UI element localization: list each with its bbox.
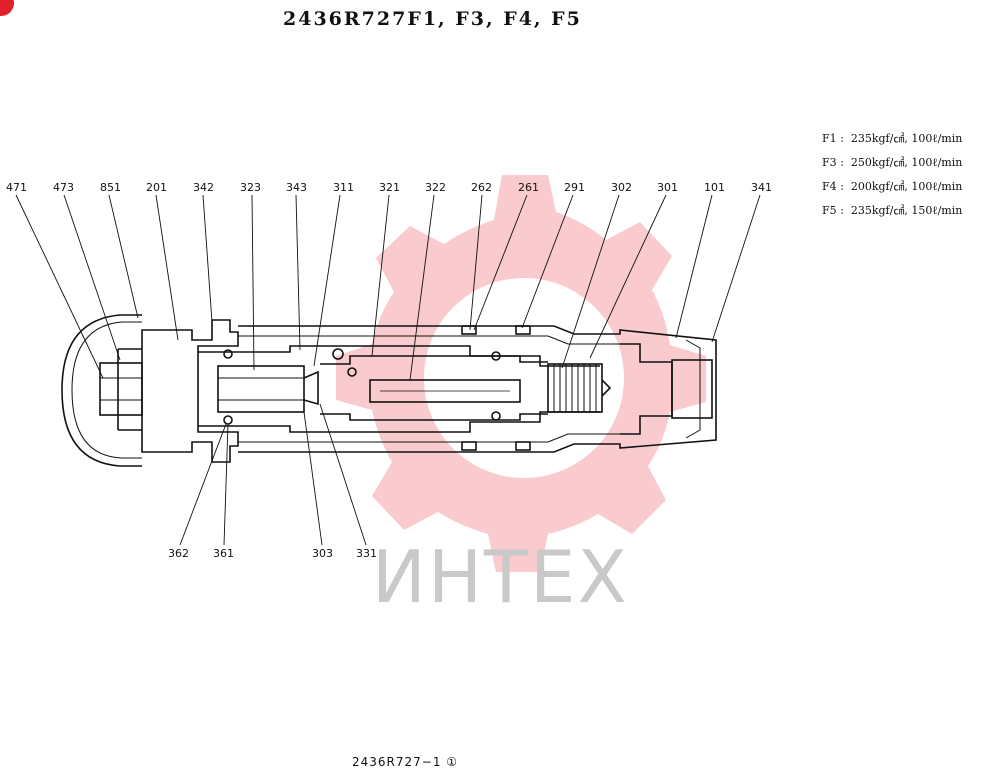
part-label-471: 471 xyxy=(6,181,27,194)
spec-code: F5 xyxy=(822,204,837,217)
leader-lines xyxy=(15,194,761,546)
part-label-362: 362 xyxy=(168,547,189,560)
part-label-322: 322 xyxy=(425,181,446,194)
part-label-473: 473 xyxy=(53,181,74,194)
drawing-title: 2436R727F1, F3, F4, F5 xyxy=(283,8,582,30)
part-label-101: 101 xyxy=(704,181,725,194)
part-label-311: 311 xyxy=(333,181,354,194)
watermark-gear xyxy=(336,175,706,572)
bottom-part-labels: 362 361 303 331 xyxy=(168,547,377,560)
top-part-labels: 471 473 851 201 342 323 343 311 321 322 … xyxy=(6,181,772,194)
spec-code: F1 xyxy=(822,132,837,145)
valve-body xyxy=(61,314,717,467)
spec-row-f5: F5 : 235kgf/㎠, 150ℓ/min xyxy=(822,204,963,217)
spec-value: 250kgf/㎠, 100ℓ/min xyxy=(850,156,963,169)
drawing-number: 2436R727−1 ① xyxy=(352,755,459,769)
part-label-201: 201 xyxy=(146,181,167,194)
spec-value: 235kgf/㎠, 150ℓ/min xyxy=(850,204,963,217)
spec-value: 200kgf/㎠, 100ℓ/min xyxy=(850,180,963,193)
spec-row-f4: F4 : 200kgf/㎠, 100ℓ/min xyxy=(822,180,963,193)
part-label-321: 321 xyxy=(379,181,400,194)
part-label-361: 361 xyxy=(213,547,234,560)
part-label-341: 341 xyxy=(751,181,772,194)
part-label-303: 303 xyxy=(312,547,333,560)
spec-row-f1: F1 : 235kgf/㎠, 100ℓ/min xyxy=(822,132,963,145)
part-label-323: 323 xyxy=(240,181,261,194)
part-label-343: 343 xyxy=(286,181,307,194)
part-label-301: 301 xyxy=(657,181,678,194)
spec-code: F3 xyxy=(822,156,837,169)
part-label-851: 851 xyxy=(100,181,121,194)
part-label-291: 291 xyxy=(564,181,585,194)
spec-table: F1 : 235kgf/㎠, 100ℓ/min F3 : 250kgf/㎠, 1… xyxy=(822,127,962,223)
watermark-text: ИНТЕХ xyxy=(372,535,629,619)
part-label-261: 261 xyxy=(518,181,539,194)
part-label-262: 262 xyxy=(471,181,492,194)
part-label-331: 331 xyxy=(356,547,377,560)
part-label-302: 302 xyxy=(611,181,632,194)
part-label-342: 342 xyxy=(193,181,214,194)
spec-value: 235kgf/㎠, 100ℓ/min xyxy=(850,132,963,145)
spec-code: F4 xyxy=(822,180,837,193)
spec-row-f3: F3 : 250kgf/㎠, 100ℓ/min xyxy=(822,156,963,169)
